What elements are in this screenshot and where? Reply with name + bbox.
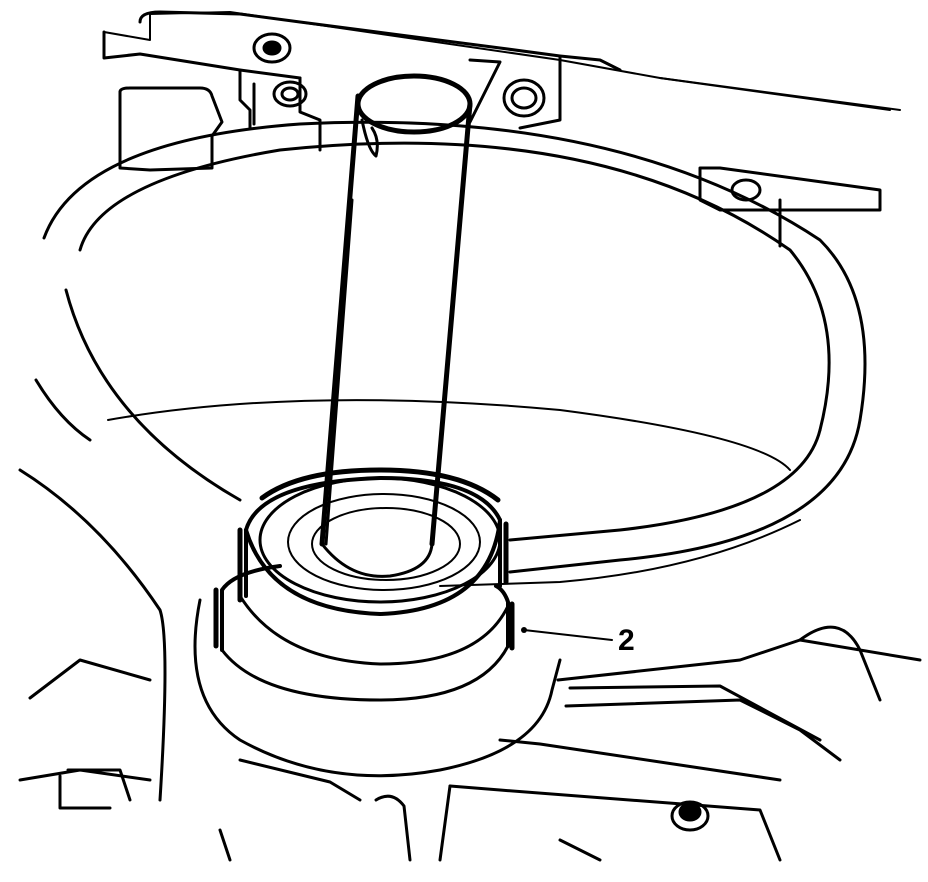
bearing-assembly bbox=[213, 467, 515, 702]
installer-shaft bbox=[319, 73, 473, 578]
bolt-bosses bbox=[252, 32, 762, 832]
callout-leader-2 bbox=[521, 627, 613, 641]
case-bore bbox=[42, 120, 867, 587]
callout-label-2: 2 bbox=[618, 624, 635, 657]
housing-outline bbox=[102, 10, 901, 248]
lower-case bbox=[18, 378, 922, 862]
